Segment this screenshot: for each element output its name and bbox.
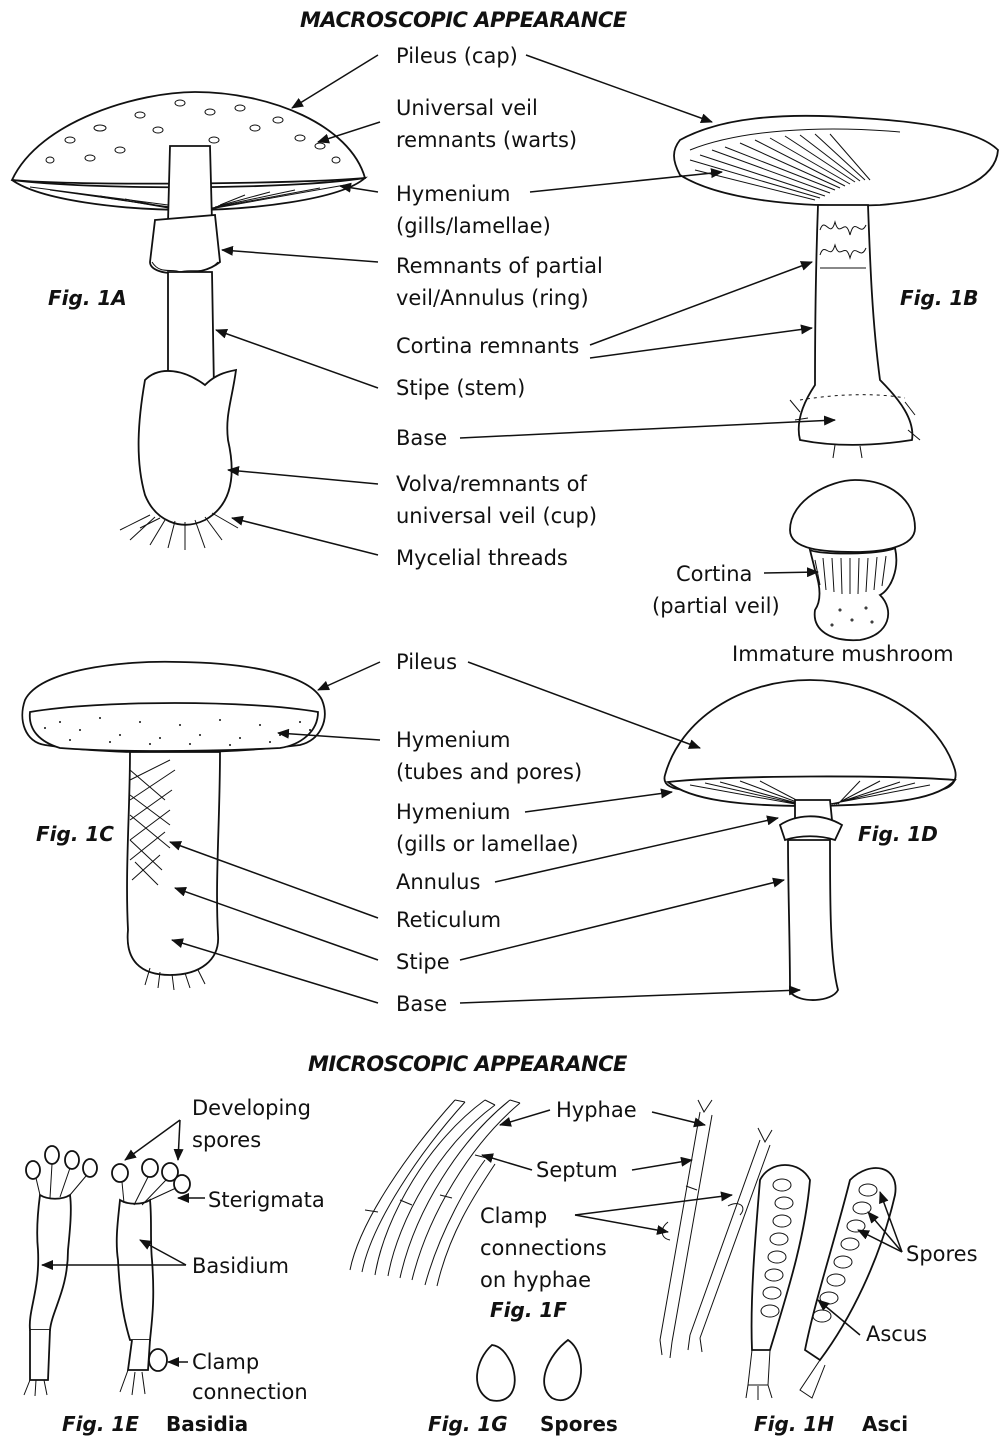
- label-volva-1: Volva/remnants of: [396, 468, 587, 500]
- label-clamp-conn-2: connections: [480, 1232, 607, 1264]
- label-hymenium-1: Hymenium: [396, 178, 511, 210]
- label-partial-veil: (partial veil): [652, 590, 780, 622]
- label-pileus-cap: Pileus (cap): [396, 40, 518, 72]
- label-hymenium-2: (gills/lamellae): [396, 210, 551, 242]
- label-basidium: Basidium: [192, 1250, 289, 1282]
- label-reticulum: Reticulum: [396, 904, 501, 936]
- fig-1g-caption: Spores: [540, 1412, 618, 1436]
- label-septum: Septum: [536, 1154, 618, 1186]
- label-cortina: Cortina: [676, 558, 752, 590]
- label-mycelial: Mycelial threads: [396, 542, 568, 574]
- spores-drawing: [477, 1340, 581, 1401]
- label-immature-mushroom: Immature mushroom: [732, 638, 954, 670]
- label-annulus: Annulus: [396, 866, 480, 898]
- label-clamp-2: connection: [192, 1376, 308, 1408]
- fig-1a-label: Fig. 1A: [48, 286, 127, 310]
- fig-1g-label: Fig. 1G: [428, 1412, 508, 1436]
- mushroom-1a-drawing: [12, 92, 365, 550]
- label-spores-asci: Spores: [906, 1238, 978, 1270]
- fig-1e-label: Fig. 1E: [62, 1412, 139, 1436]
- label-base-2: Base: [396, 988, 447, 1020]
- fig-1f-label: Fig. 1F: [490, 1298, 567, 1322]
- immature-mushroom-drawing: [790, 480, 915, 640]
- fig-1h-caption: Asci: [862, 1412, 908, 1436]
- heading-microscopic: MICROSCOPIC APPEARANCE: [308, 1052, 627, 1076]
- label-base: Base: [396, 422, 447, 454]
- label-stipe-stem: Stipe (stem): [396, 372, 525, 404]
- label-sterigmata: Sterigmata: [208, 1184, 325, 1216]
- fig-1b-label: Fig. 1B: [900, 286, 979, 310]
- asci-drawing: [746, 1165, 896, 1400]
- label-universal-veil-2: remnants (warts): [396, 124, 577, 156]
- label-clamp-1: Clamp: [192, 1346, 259, 1378]
- label-hymenium-gills-2: (gills or lamellae): [396, 828, 579, 860]
- fig-1e-caption: Basidia: [166, 1412, 248, 1436]
- heading-macroscopic: MACROSCOPIC APPEARANCE: [300, 8, 627, 32]
- label-volva-2: universal veil (cup): [396, 500, 597, 532]
- label-stipe: Stipe: [396, 946, 450, 978]
- label-hyphae: Hyphae: [556, 1094, 637, 1126]
- label-remnants-partial-2: veil/Annulus (ring): [396, 282, 589, 314]
- fig-1h-label: Fig. 1H: [754, 1412, 834, 1436]
- label-developing-1: Developing: [192, 1092, 311, 1124]
- label-clamp-conn-3: on hyphae: [480, 1264, 591, 1296]
- label-universal-veil-1: Universal veil: [396, 92, 538, 124]
- fig-1d-label: Fig. 1D: [858, 822, 938, 846]
- label-hymenium-tubes-1: Hymenium: [396, 724, 511, 756]
- label-ascus: Ascus: [866, 1318, 927, 1350]
- label-hymenium-tubes-2: (tubes and pores): [396, 756, 582, 788]
- fig-1c-label: Fig. 1C: [36, 822, 114, 846]
- label-cortina-remnants: Cortina remnants: [396, 330, 579, 362]
- label-developing-2: spores: [192, 1124, 261, 1156]
- basidia-drawing: [24, 1146, 190, 1396]
- label-clamp-conn-1: Clamp: [480, 1200, 547, 1232]
- label-pileus: Pileus: [396, 646, 457, 678]
- label-hymenium-gills-1: Hymenium: [396, 796, 511, 828]
- label-remnants-partial-1: Remnants of partial: [396, 250, 603, 282]
